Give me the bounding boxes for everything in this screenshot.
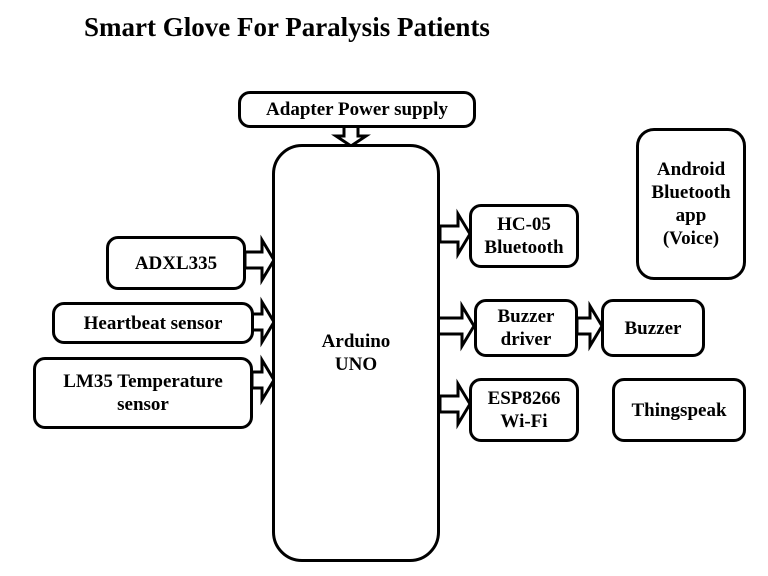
android-label-2: Bluetooth xyxy=(651,182,731,203)
arrow-lm35-to-arduino xyxy=(250,354,276,406)
power-supply-label: Adapter Power supply xyxy=(266,99,448,120)
android-label-1: Android xyxy=(656,159,726,180)
android-label-4: (Voice) xyxy=(662,228,720,249)
heartbeat-sensor-block: Heartbeat sensor xyxy=(52,302,254,344)
arrow-adxl-to-arduino xyxy=(243,234,276,286)
power-supply-block: Adapter Power supply xyxy=(238,91,476,128)
arduino-label-2: UNO xyxy=(334,354,378,375)
android-app-block: Android Bluetooth app (Voice) xyxy=(636,128,746,280)
esp8266-block: ESP8266 Wi-Fi xyxy=(469,378,579,442)
lm35-label-2: sensor xyxy=(117,394,169,415)
hc05-block: HC-05 Bluetooth xyxy=(469,204,579,268)
arrow-power-to-arduino xyxy=(331,124,371,148)
arduino-label-1: Arduino xyxy=(321,331,391,352)
buzzer-label: Buzzer xyxy=(624,317,682,339)
android-label-3: app xyxy=(675,205,707,226)
arrow-heartbeat-to-arduino xyxy=(250,296,276,348)
arrow-driver-to-buzzer xyxy=(575,300,604,352)
adxl335-label: ADXL335 xyxy=(134,252,218,274)
lm35-block: LM35 Temperature sensor xyxy=(33,357,253,429)
thingspeak-block: Thingspeak xyxy=(612,378,746,442)
buzzer-driver-block: Buzzer driver xyxy=(474,299,578,357)
arrow-arduino-to-esp xyxy=(438,378,472,430)
lm35-label-1: LM35 Temperature xyxy=(63,371,223,392)
hc05-label-1: HC-05 xyxy=(497,214,551,235)
esp-label-2: Wi-Fi xyxy=(500,411,548,432)
thingspeak-label: Thingspeak xyxy=(631,399,727,421)
hc05-label-2: Bluetooth xyxy=(484,237,564,258)
buzzer-driver-label-1: Buzzer xyxy=(497,306,555,327)
arrow-arduino-to-hc05 xyxy=(438,208,472,260)
buzzer-driver-label-2: driver xyxy=(500,329,552,350)
arduino-uno-block: Arduino UNO xyxy=(272,144,440,562)
adxl335-block: ADXL335 xyxy=(106,236,246,290)
esp-label-1: ESP8266 xyxy=(487,388,561,409)
diagram-title: Smart Glove For Paralysis Patients xyxy=(84,12,490,42)
arrow-arduino-to-buzzer-driver xyxy=(435,300,476,352)
buzzer-block: Buzzer xyxy=(601,299,705,357)
heartbeat-label: Heartbeat sensor xyxy=(83,312,223,334)
